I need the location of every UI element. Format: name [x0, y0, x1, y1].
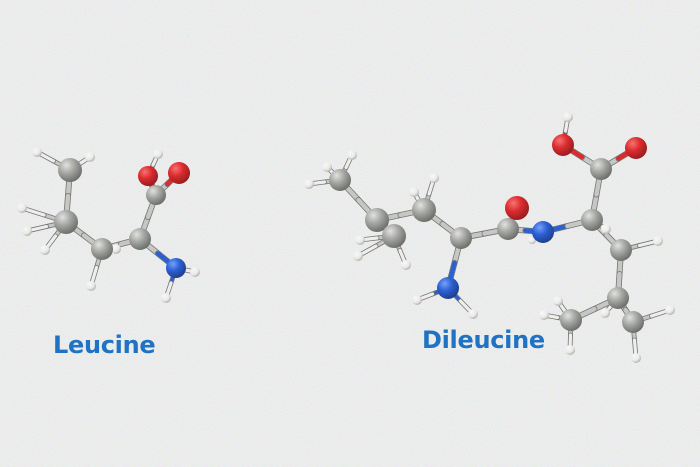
dileucine-label: Dileucine	[422, 326, 545, 354]
leucine-label: Leucine	[53, 331, 156, 359]
